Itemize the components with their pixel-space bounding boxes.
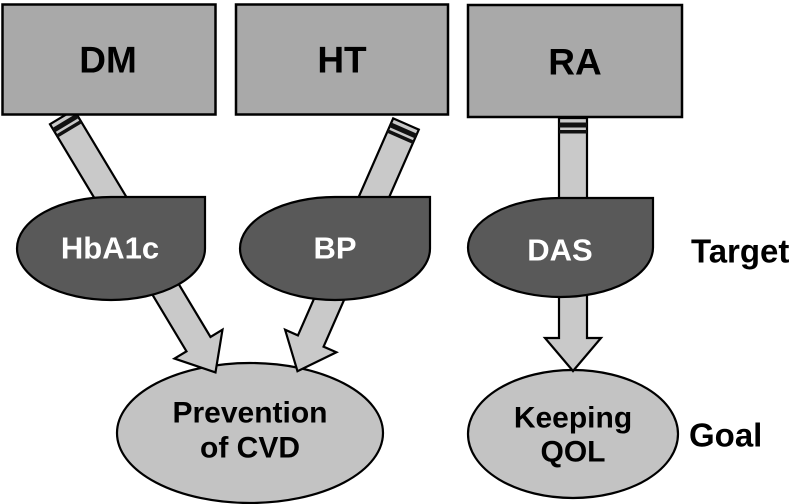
source-label-ra: RA (548, 42, 601, 83)
source-label-ht: HT (317, 40, 367, 81)
source-box-ra (466, 3, 684, 119)
source-label-dm: DM (79, 40, 137, 81)
source-box-ht (234, 3, 450, 116)
goal-label-cvd-line2: of CVD (200, 432, 300, 465)
target-label-hba1c: HbA1c (61, 231, 159, 266)
target-label-das: DAS (527, 233, 592, 268)
arrow-stripe (389, 122, 418, 139)
arrow-stripe (52, 113, 79, 133)
goal-row-annotation: Goal (689, 417, 762, 454)
goal-ellipse-cvd (115, 361, 385, 504)
arrow-stripe (386, 129, 414, 144)
target-label-bp: BP (313, 231, 356, 266)
arrow-stripe (559, 130, 587, 134)
target-shape-hba1c (15, 195, 207, 302)
target-row-annotation: Target (691, 233, 789, 270)
target-shape-das (466, 196, 655, 299)
goal-label-qol-line1: Keeping (514, 402, 632, 435)
target-shape-bp (238, 195, 432, 302)
arrow-stripe (56, 120, 82, 138)
goal-label-qol-line2: QOL (541, 436, 606, 469)
goal-label-cvd-line1: Prevention (172, 397, 327, 430)
arrow-stripe (559, 122, 587, 128)
source-box-dm (1, 3, 217, 116)
